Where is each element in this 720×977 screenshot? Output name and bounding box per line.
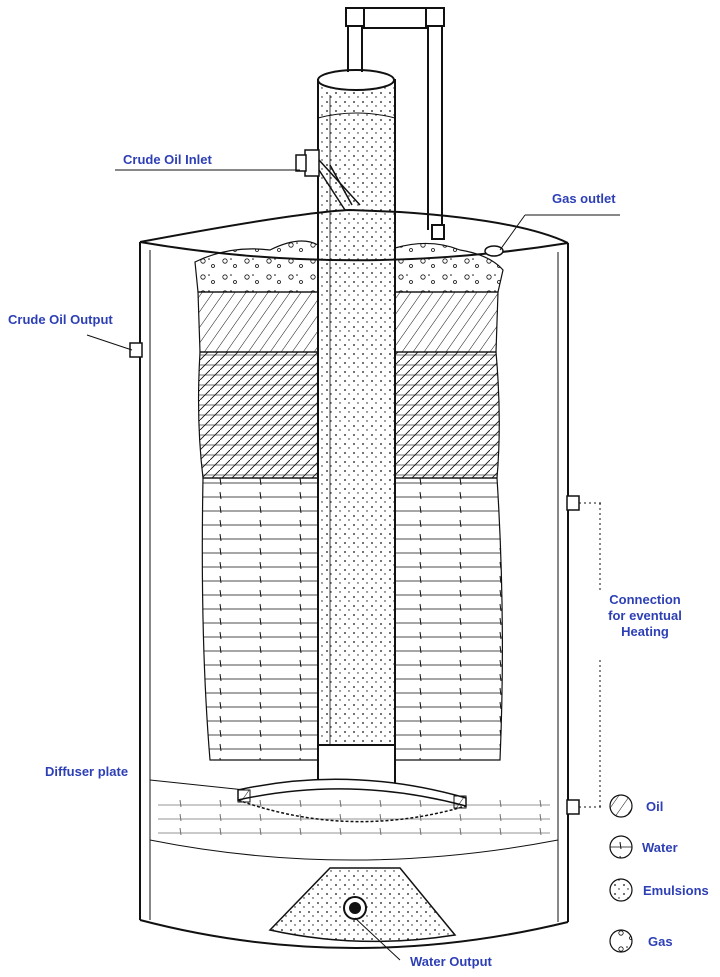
- leader-lines: [86, 169, 620, 961]
- legend-swatches: [609, 794, 633, 953]
- gas-outlet-pipe: [345, 7, 445, 240]
- label-connection-line2: for eventual: [608, 608, 682, 623]
- label-diffuser-plate: Diffuser plate: [45, 764, 129, 779]
- legend-emulsions-label: Emulsions: [643, 883, 709, 898]
- diffuser-plate: [237, 778, 467, 823]
- legend-water-label: Water: [642, 840, 678, 855]
- heating-nozzle-bottom: [566, 799, 580, 815]
- label-connection-line3: Heating: [621, 624, 669, 639]
- heating-nozzle-top: [566, 495, 580, 511]
- label-gas-outlet: Gas outlet: [552, 191, 616, 206]
- oil-output-nozzle: [129, 342, 143, 358]
- heating-bracket: [579, 502, 603, 808]
- label-water-output: Water Output: [410, 954, 492, 969]
- legend-oil-label: Oil: [646, 799, 664, 814]
- legend-emulsions-swatch: [609, 878, 633, 902]
- inlet-nozzle: [295, 149, 361, 211]
- legend-water-swatch: [609, 835, 633, 859]
- gas-foam-layer: [194, 240, 319, 293]
- oil-layer-right: [394, 291, 499, 353]
- label-crude-oil-inlet: Crude Oil Inlet: [123, 152, 212, 167]
- oil-layer: [197, 291, 319, 353]
- gas-foam-layer-right: [394, 242, 504, 293]
- water-layer-right: [394, 477, 503, 761]
- legend-gas-label: Gas: [648, 934, 673, 949]
- label-connection-heating: Connection for eventual Heating: [600, 592, 690, 640]
- water-outlet-hump: [268, 867, 457, 943]
- inlet-column: [317, 69, 396, 786]
- cutaway-interior: [158, 240, 550, 840]
- label-crude-oil-output: Crude Oil Output: [8, 312, 113, 327]
- legend-gas-swatch: [609, 929, 633, 953]
- roof-nozzle: [484, 245, 504, 257]
- emulsion-layer-right: [394, 351, 500, 479]
- legend-oil-swatch: [609, 794, 633, 818]
- label-connection-line1: Connection: [609, 592, 681, 607]
- water-layer: [201, 477, 319, 761]
- emulsion-layer: [197, 351, 319, 479]
